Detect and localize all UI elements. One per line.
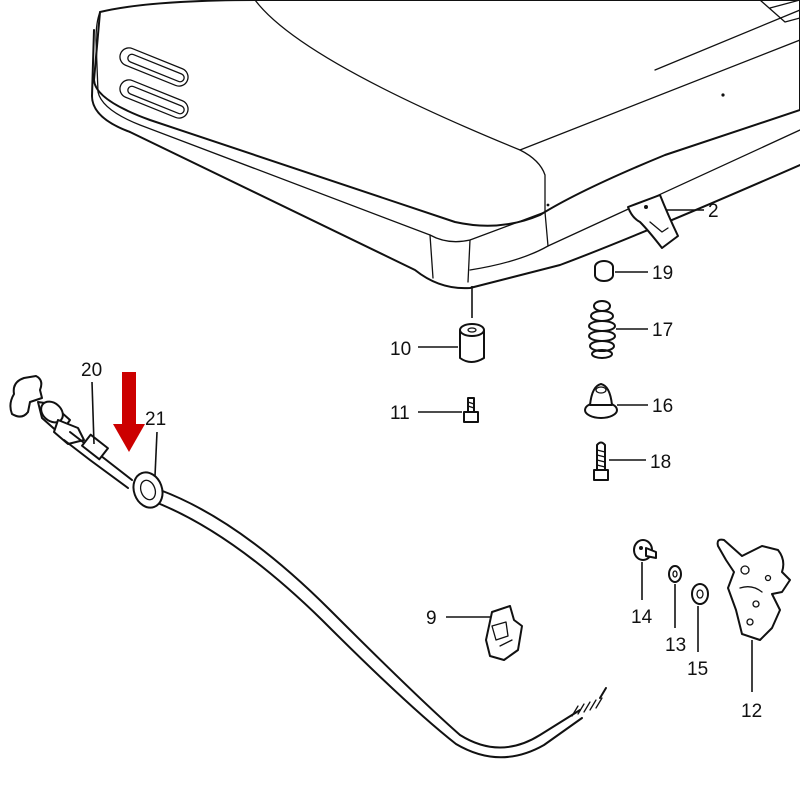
callout-13: 13 bbox=[665, 635, 686, 656]
callout-12: 12 bbox=[741, 701, 762, 722]
part-13-washer: 13 bbox=[665, 565, 686, 656]
part-18-bolt: 18 bbox=[593, 441, 671, 481]
part-9-clip: 9 bbox=[426, 605, 523, 661]
callout-11: 11 bbox=[390, 403, 410, 424]
part-2-striker: 2 bbox=[627, 194, 719, 249]
callout-18: 18 bbox=[650, 452, 671, 473]
callout-9: 9 bbox=[426, 608, 437, 629]
down-arrow-icon bbox=[113, 372, 145, 452]
callout-21: 21 bbox=[145, 409, 166, 430]
part-10-bushing: 10 bbox=[390, 286, 485, 363]
part-14-bolt: 14 bbox=[631, 539, 657, 628]
callout-10: 10 bbox=[390, 339, 411, 360]
callout-17: 17 bbox=[652, 320, 673, 341]
callout-20: 20 bbox=[81, 360, 102, 381]
callout-16: 16 bbox=[652, 396, 673, 417]
part-11-screw: 11 bbox=[390, 397, 479, 424]
part-16-stopper: 16 bbox=[584, 383, 673, 419]
hood-panel bbox=[91, 0, 800, 290]
part-12-latch: 12 bbox=[716, 538, 791, 722]
release-cable: 20 21 bbox=[9, 360, 607, 759]
callout-19: 19 bbox=[652, 263, 673, 284]
callout-14: 14 bbox=[631, 607, 653, 628]
part-17-spring: 17 bbox=[588, 300, 673, 359]
callout-2: 2 bbox=[708, 201, 719, 222]
part-19-nut: 19 bbox=[594, 260, 673, 284]
part-15-washer: 15 bbox=[687, 583, 709, 680]
callout-15: 15 bbox=[687, 659, 708, 680]
